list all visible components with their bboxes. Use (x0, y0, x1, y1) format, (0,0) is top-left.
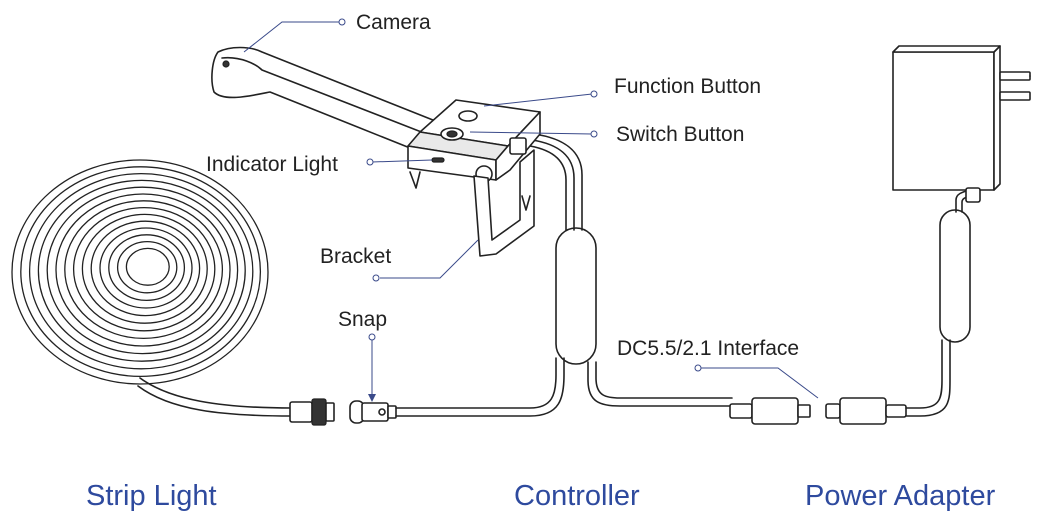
coil-ring (11, 159, 269, 385)
coil-ring (28, 172, 254, 370)
switch-button-label: Switch Button (616, 123, 744, 146)
coil-ring (125, 247, 170, 286)
snap-connector (349, 400, 397, 424)
function-button-callout-dot (590, 90, 598, 98)
adapter-cable (905, 189, 975, 417)
coil-ring (20, 166, 262, 378)
controller-body (407, 99, 541, 183)
camera-label: Camera (356, 11, 431, 34)
strip-light-coil (11, 159, 293, 417)
mounting-bracket (409, 149, 535, 257)
snap-label: Snap (338, 308, 387, 331)
controller-cable (395, 133, 733, 417)
bracket-callout-dot (372, 274, 380, 282)
dc-interface-label: DC5.5/2.1 Interface (617, 337, 799, 360)
switch-button-callout-dot (590, 130, 598, 138)
indicator-light-callout-dot (366, 158, 374, 166)
coil-ring (46, 186, 239, 355)
strip-light-connector (289, 398, 335, 426)
power-adapter-section-label: Power Adapter (805, 480, 996, 512)
callout-leaders (243, 18, 819, 402)
strip-light-section-label: Strip Light (86, 480, 217, 512)
power-adapter (892, 45, 1031, 203)
bracket-label: Bracket (320, 245, 391, 268)
coil-ring (37, 179, 246, 362)
indicator-light-label: Indicator Light (206, 153, 338, 176)
coil-ring (64, 200, 224, 340)
coil-ring (108, 234, 186, 302)
coil-ring (72, 206, 216, 332)
coil-ring (90, 220, 201, 317)
function-button-label: Function Button (614, 75, 761, 98)
camera-callout-dot (338, 18, 346, 26)
coil-ring (116, 240, 178, 294)
coil-ring (55, 193, 231, 347)
coil-ring (81, 213, 208, 324)
dc-interface-callout-dot (694, 364, 702, 372)
coil-ring (99, 227, 193, 309)
snap-callout-dot (368, 333, 376, 341)
dc-plug-pair (729, 397, 907, 425)
camera-arm (211, 46, 449, 161)
controller-section-label: Controller (514, 480, 640, 512)
